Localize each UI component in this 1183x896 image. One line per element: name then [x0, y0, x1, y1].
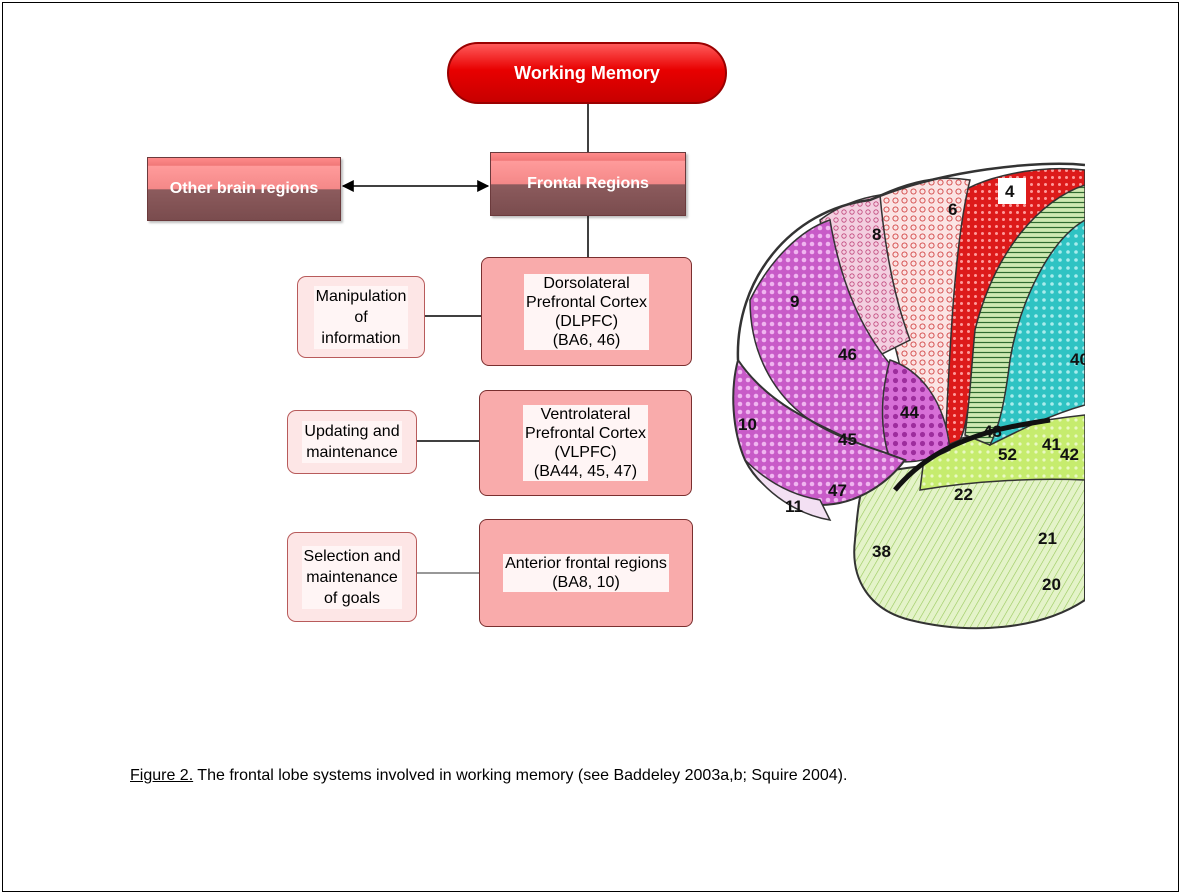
figure-caption: Figure 2. The frontal lobe systems invol… [130, 766, 1050, 785]
brain-label-10: 10 [738, 415, 757, 434]
brain-label-11: 11 [785, 497, 803, 516]
area-frontal-pole [732, 357, 907, 507]
function-manipulation-label: Manipulation of information [313, 285, 409, 349]
anterior-frontal-label: Anterior frontal regions (BA8, 10) [503, 554, 669, 592]
brain-label-47: 47 [828, 481, 847, 500]
frontal-regions-node: Frontal Regions [490, 152, 686, 216]
vlpfc-label: Ventrolateral Prefrontal Cortex (VLPFC) … [523, 405, 648, 481]
brain-outline [736, 162, 1085, 361]
brain-label-9: 9 [790, 292, 799, 311]
brain-label-21: 21 [1038, 529, 1057, 548]
brain-label-38: 38 [872, 542, 891, 561]
anterior-frontal-node: Anterior frontal regions (BA8, 10) [479, 519, 693, 627]
dlpfc-label: Dorsolateral Prefrontal Cortex (DLPFC) (… [524, 273, 649, 350]
brain-label-46: 46 [838, 345, 857, 364]
brain-label-42: 42 [1060, 445, 1079, 464]
brain-label-22: 22 [954, 485, 973, 504]
brain-label-6: 6 [948, 200, 957, 219]
brain-label-52: 52 [998, 445, 1017, 464]
working-memory-node: Working Memory [447, 42, 727, 104]
area-orbital [744, 459, 832, 521]
brain-label-40: 40 [1070, 350, 1085, 369]
brain-label-20: 20 [1042, 575, 1061, 594]
other-brain-regions-node: Other brain regions [147, 157, 341, 221]
sylvian-fissure [893, 417, 1051, 492]
function-selection-label: Selection and maintenance of goals [301, 545, 403, 609]
function-updating-label: Updating and maintenance [302, 421, 402, 463]
brain-label-4: 4 [1005, 182, 1015, 201]
function-updating-node: Updating and maintenance [287, 410, 417, 474]
caption-label: Figure 2. [130, 767, 194, 784]
function-manipulation-node: Manipulation of information [297, 276, 425, 358]
brain-label-8: 8 [872, 225, 881, 244]
vlpfc-node: Ventrolateral Prefrontal Cortex (VLPFC) … [479, 390, 692, 496]
brain-label-44: 44 [900, 403, 919, 422]
brain-label-41: 41 [1042, 435, 1061, 454]
dlpfc-node: Dorsolateral Prefrontal Cortex (DLPFC) (… [481, 257, 692, 366]
area-44 [881, 359, 951, 463]
brain-map-illustration: 4 6 8 9 46 44 45 10 47 11 43 41 42 52 22… [732, 162, 1085, 630]
function-selection-node: Selection and maintenance of goals [287, 532, 417, 622]
caption-text: The frontal lobe systems involved in wor… [193, 767, 848, 784]
brain-label-43: 43 [983, 422, 1002, 441]
brain-label-45: 45 [838, 430, 857, 449]
